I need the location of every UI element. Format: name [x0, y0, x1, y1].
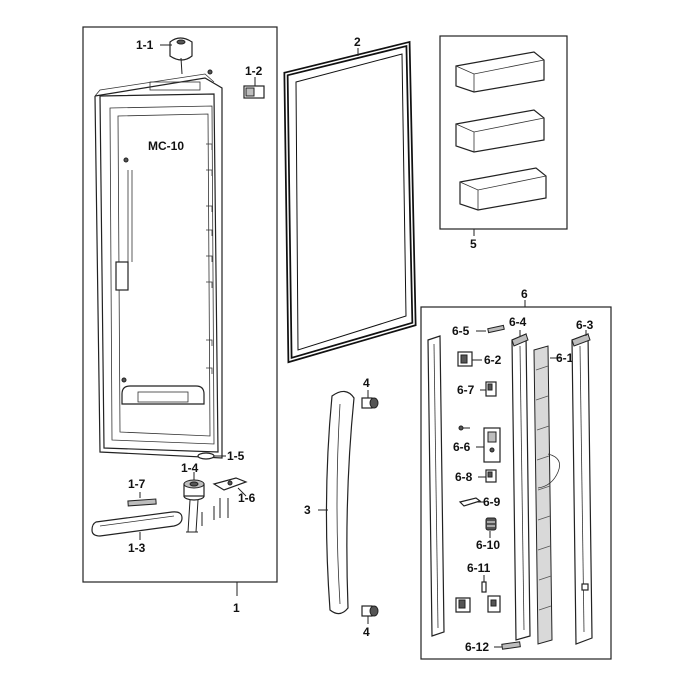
- label-1: 1: [233, 601, 240, 615]
- part-1-3-bottom-cover: [91, 511, 183, 537]
- part-6-3-right-strip: [571, 333, 593, 645]
- part-6-6-hinge-bracket: [483, 427, 501, 463]
- part-5-door-guards: [455, 51, 547, 211]
- label-6-7: 6-7: [457, 383, 475, 397]
- label-2: 2: [354, 35, 361, 49]
- part-6-10-spring: [485, 517, 497, 531]
- label-3: 3: [304, 503, 311, 517]
- part-6-11-pin: [455, 581, 487, 613]
- door-assembly-group-box: [82, 26, 278, 583]
- label-1-1: 1-1: [136, 38, 154, 52]
- part-4-handle-screw-bottom: [361, 605, 379, 617]
- label-1-2: 1-2: [245, 64, 263, 78]
- part-4-handle-screw-top: [361, 397, 379, 409]
- label-6-5: 6-5: [452, 324, 470, 338]
- hinge-parts-group-box: [420, 306, 612, 660]
- part-3-door-handle: [325, 390, 355, 615]
- label-6: 6: [521, 287, 528, 301]
- label-1-3: 1-3: [128, 541, 146, 555]
- door-panel: [94, 69, 223, 459]
- part-6-9-lever: [458, 497, 482, 507]
- part-1-1-hinge-cap: [169, 37, 193, 75]
- label-6-9: 6-9: [483, 495, 501, 509]
- label-6-4: 6-4: [509, 315, 527, 329]
- label-6-12: 6-12: [465, 640, 489, 654]
- door-guard-group-box: [439, 35, 568, 230]
- part-1-4-lower-hinge: [183, 479, 205, 533]
- part-1-5-washer: [197, 452, 215, 460]
- part-6-4-channel: [511, 333, 531, 641]
- part-2-door-gasket: [283, 40, 417, 364]
- label-6-11: 6-11: [467, 561, 491, 575]
- part-1-2-block: [243, 85, 265, 99]
- part-6-1-hatched-strip: [533, 345, 561, 645]
- label-6-10: 6-10: [476, 538, 500, 552]
- part-6-2-clip: [457, 351, 473, 367]
- label-4-bottom: 4: [363, 625, 370, 639]
- label-1-6: 1-6: [238, 491, 256, 505]
- part-6-5-pin: [487, 324, 505, 334]
- label-6-2: 6-2: [484, 353, 502, 367]
- part-6-left-frame: [427, 335, 445, 637]
- label-6-8: 6-8: [455, 470, 473, 484]
- label-6-3: 6-3: [576, 318, 594, 332]
- part-6-screw: [458, 425, 470, 431]
- label-5: 5: [470, 237, 477, 251]
- part-6-7-block: [485, 381, 497, 397]
- label-1-7: 1-7: [128, 477, 146, 491]
- label-6-6: 6-6: [453, 440, 471, 454]
- label-1-4: 1-4: [181, 461, 199, 475]
- door-marking-text: MC-10: [148, 139, 184, 153]
- label-1-5: 1-5: [227, 449, 245, 463]
- part-1-7-strip: [127, 498, 157, 507]
- label-6-1: 6-1: [556, 351, 574, 365]
- part-6-12-plate: [501, 641, 521, 650]
- part-6-lower-block: [487, 595, 501, 613]
- label-4-top: 4: [363, 376, 370, 390]
- part-6-8-block: [485, 469, 497, 483]
- part-1-6-bracket: [201, 477, 248, 526]
